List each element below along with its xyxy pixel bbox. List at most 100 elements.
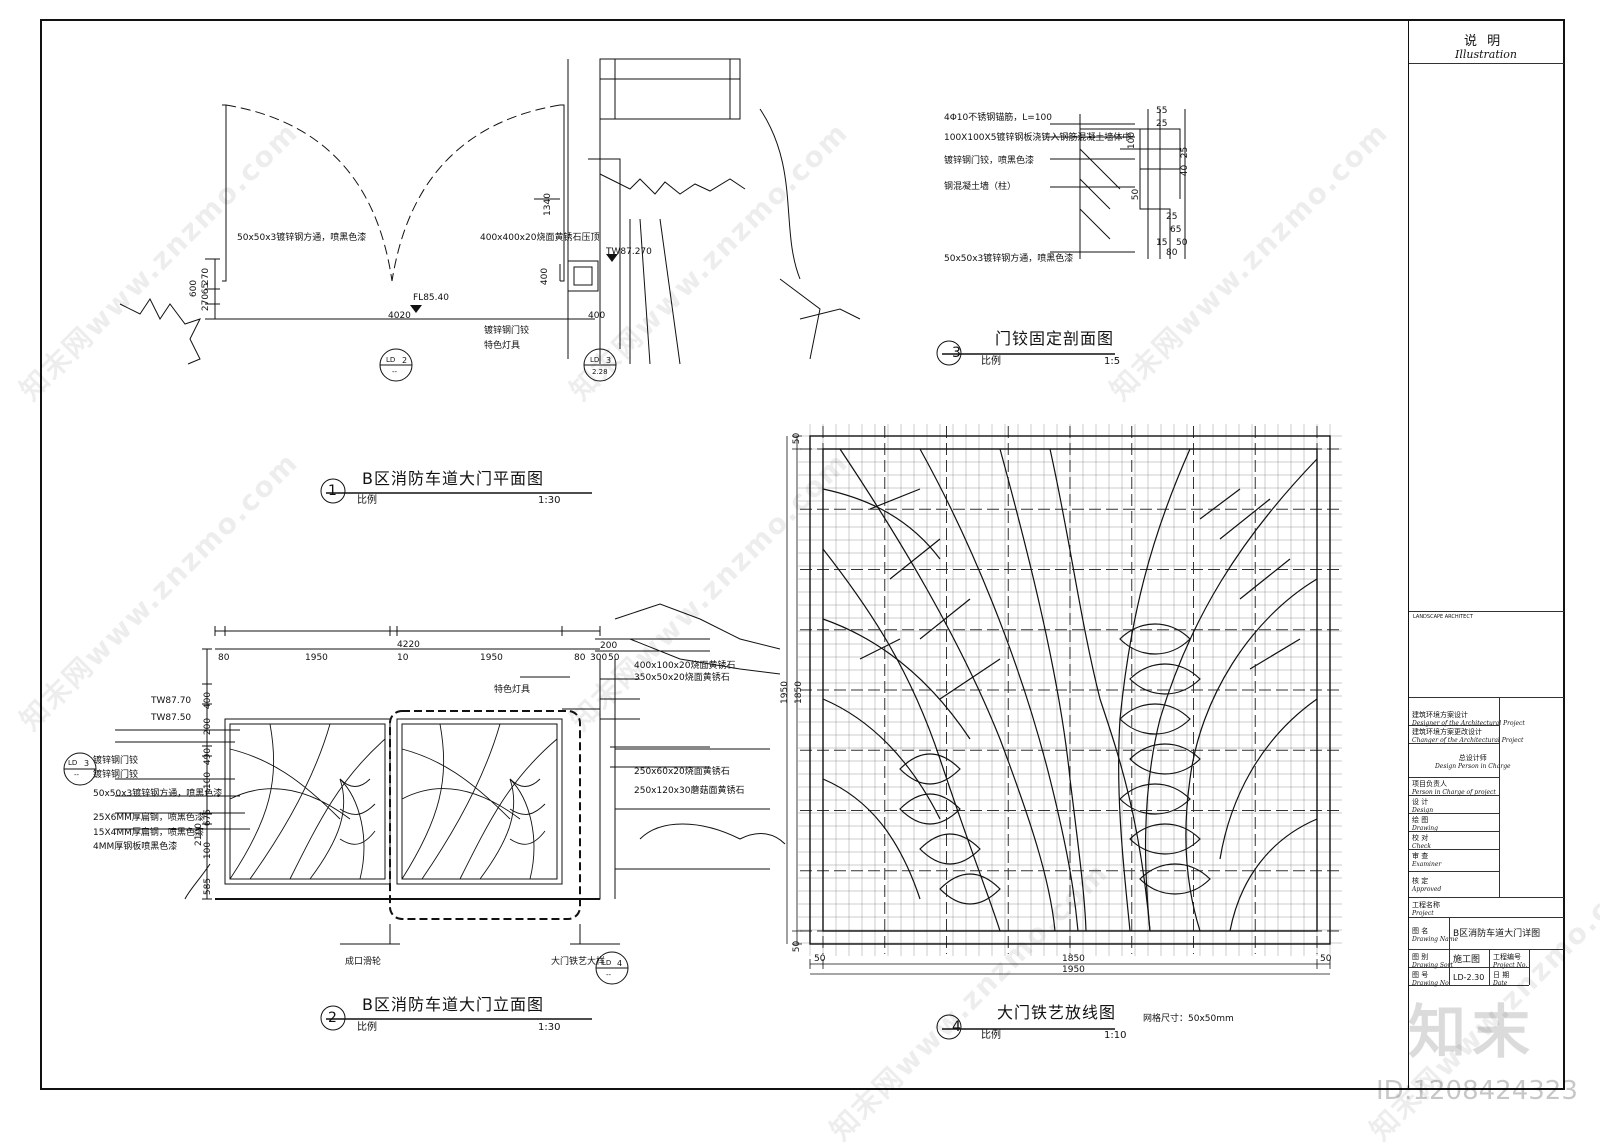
elevation-note-stone-2: 350x50x20烧面黄锈石 [634,673,730,683]
pattern-dim-bottom-50a: 50 [814,954,826,964]
elevation-dim-490: 490 [203,747,214,766]
elevation-note-hinge-1: 镀锌钢门铰 [93,756,139,766]
tb-row-8-en: Approved [1412,886,1442,894]
elevation-right-leaf [396,718,563,885]
elevation-dim-200: 200 [203,717,214,736]
tb-date-cn: 日 期 [1493,971,1510,979]
pattern-scale-label: 比例 [981,1030,1001,1041]
elevation-dim-675: 675 [203,808,214,827]
pattern-dim-left-1950: 1950 [779,681,790,704]
elevation-level-1: TW87.70 [151,696,192,706]
title-block: 说 明 Illustration LANDSCAPE ARCHITECT 建筑环… [1408,21,1564,1088]
section-note-wall: 钢混凝土墙（柱） [944,182,1017,192]
tb-sort: 施工图 [1453,955,1481,965]
elevation-title-number: 2 [328,1010,337,1026]
section-note-tube: 50x50x3镀锌钢方通，喷黑色漆 [944,254,1074,264]
section-note-plate: 100X100X5镀锌钢板浇铸入钢筋混凝土墙体中 [944,133,1132,143]
plan-scale-label: 比例 [357,495,377,506]
pattern-title: 大门铁艺放线图 [997,1003,1117,1022]
tb-row-7-cn: 审 查 [1412,852,1429,860]
pattern-dim-left-50b: 50 [792,940,803,953]
plan-dim-1340: 1340 [542,193,553,216]
plan-note-hinge: 镀锌钢门铰 [484,326,530,336]
tb-row-0-cn: 建筑环境方案设计 [1412,711,1468,719]
tb-project-cn: 工程名称 [1412,901,1440,909]
elevation-dim-1950a: 1950 [305,653,328,663]
elevation-note-stone-3: 250x60x20烧面黄锈石 [634,767,730,777]
plan-swing-arc-left [225,104,393,282]
tb-row-2-en: Design Person in Charge [1435,763,1511,771]
plan-break-left [119,298,201,365]
tb-row-1-en: Changer of the Architectural Project [1412,737,1524,745]
plan-note-lamp: 特色灯具 [484,341,521,351]
elevation-dim-100b: 100 [203,841,214,860]
elevation-dim-10: 10 [397,653,409,663]
elevation-scale-label: 比例 [357,1022,377,1033]
section-dim-100: 100 [1127,131,1138,150]
pattern-dim-bottom-1850: 1850 [1062,954,1085,964]
plan-level-fl: FL85.40 [413,293,449,303]
tb-row-2-cn: 总设计师 [1458,754,1487,762]
section-dim-25a: 25 [1156,119,1168,129]
elevation-note-flat-15: 15X4MM厚扁钢，喷黑色漆 [93,828,204,838]
elevation-ref-ld4-top: LD [602,959,612,967]
pattern-dim-bottom-1950: 1950 [1062,965,1085,975]
plan-dim-400b: 400 [540,267,551,286]
section-dim-80: 80 [1166,248,1178,258]
plan-swing-arc-right [391,104,561,282]
pattern-grid-note: 网格尺寸：50x50mm [1143,1014,1234,1024]
tb-row-4-en: Design [1412,807,1434,815]
elevation-title: B区消防车道大门立面图 [362,995,544,1014]
plan-title-number: 1 [328,483,337,499]
section-title: 门铰固定剖面图 [995,329,1115,348]
tb-heading-en: Illustration [1455,48,1517,61]
elevation-note-detail: 大门铁艺大样 [551,957,606,967]
pattern-outer-frame [809,435,1331,945]
section-dim-50b: 50 [1176,238,1188,248]
tb-projno-en: Project No. [1493,962,1528,970]
watermark-logo: 知末 [1408,998,1537,1066]
tb-sort-en: Drawing Sort [1412,962,1453,970]
drawing-canvas [63,58,1342,1040]
tb-no-cn: 图 号 [1412,971,1429,979]
plan-dim-600: 600 [189,279,200,298]
pattern-leaf-ornament [822,448,1318,932]
tb-row-6-en: Check [1412,843,1432,851]
tb-row-6-cn: 校 对 [1412,834,1429,842]
elevation-dim-1950b: 1950 [480,653,503,663]
tb-row-3-cn: 项目负责人 [1412,780,1447,788]
tb-projno-cn: 工程编号 [1493,953,1521,961]
elevation-ref-ld3-num: 3 [84,759,90,768]
elevation-note-tube: 50x50x3镀锌钢方通，喷黑色漆 [93,789,223,799]
plan-level-tw: TW87.270 [606,247,652,257]
plan-fl-marker [410,305,422,313]
plan-dim-4020: 4020 [388,311,411,321]
tb-drawing-name: B区消防车道大门详图 [1453,929,1541,939]
elevation-note-wheel: 成口滑轮 [345,957,382,967]
tb-landscape: LANDSCAPE ARCHITECT [1413,614,1473,620]
pattern-dim-left-1850: 1850 [793,681,804,704]
pattern-scale: 1:10 [1104,1030,1127,1041]
section-note-anchor: 4Φ10不锈钢锚筋，L=100 [944,113,1052,123]
tb-row-1-cn: 建筑环境方案更改设计 [1412,728,1482,736]
elevation-level-2: TW87.50 [151,713,192,723]
elevation-left-leaf [224,718,391,885]
elevation-ref-ld3-top: LD [68,759,78,767]
section-dim-40: 40 [1180,164,1191,177]
plan-dim-400a: 400 [588,311,606,321]
elevation-note-lamp: 特色灯具 [494,685,531,695]
elevation-dim-100a: 100 [203,771,214,790]
tb-drawing-name-cn: 图 名 [1412,927,1429,935]
tb-heading-cn: 说 明 [1464,34,1504,49]
plan-dim-65: 65 [201,282,212,295]
pattern-dim-left-50a: 50 [792,432,803,445]
